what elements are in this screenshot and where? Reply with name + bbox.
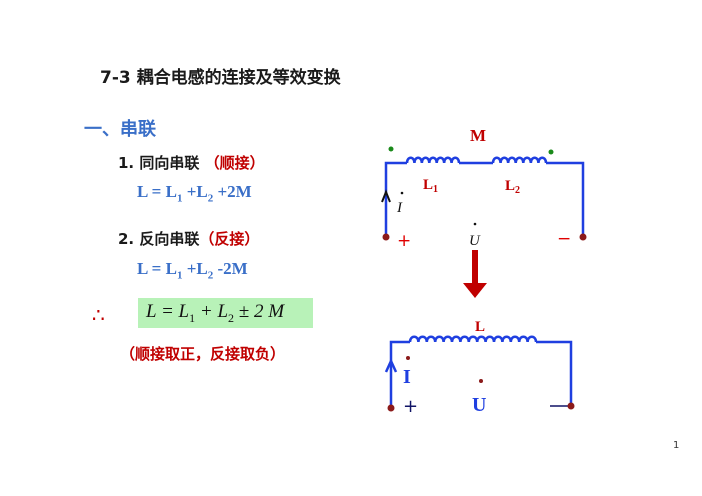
gf-c: ± 2 M xyxy=(234,301,285,322)
dot-marker-l2 xyxy=(548,149,554,155)
formula-l1: L xyxy=(165,259,177,278)
label-l: L xyxy=(475,319,485,335)
label-m: M xyxy=(470,126,486,145)
terminal-left xyxy=(387,404,395,412)
item-label: 1. 同向串联 xyxy=(118,154,205,172)
sign-note: （顺接取正，反接取负） xyxy=(120,345,286,363)
gf-a: L = L xyxy=(146,301,190,322)
terminal-left xyxy=(382,233,390,241)
label-current: I xyxy=(396,200,403,216)
bottom-circuit-wires xyxy=(389,335,573,408)
top-circuit-wires xyxy=(384,156,585,237)
label-minus: − xyxy=(557,229,571,249)
page-number: 1 xyxy=(673,440,680,451)
formula-lhs: L = xyxy=(137,259,166,278)
slide-title: 7-3 耦合电感的连接及等效变换 xyxy=(100,68,341,88)
coil-l1 xyxy=(405,156,461,164)
sub: 1 xyxy=(176,192,183,205)
item-paren: （反接） xyxy=(199,230,260,248)
sub: 1 xyxy=(189,310,196,325)
formula-tail: +2M xyxy=(213,182,252,201)
label-l1: L1 xyxy=(423,177,438,195)
formula-opposing: L = L1 +L2 -2M xyxy=(137,259,248,281)
section-heading: 一、串联 xyxy=(84,119,156,140)
label-plus: + xyxy=(403,396,418,417)
coil-l2 xyxy=(491,156,548,164)
dot-marker-l1 xyxy=(388,146,394,152)
label-voltage: U xyxy=(469,233,481,249)
general-formula: L = L1 + L2 ± 2 M xyxy=(146,301,284,326)
gf-b: + L xyxy=(195,301,229,322)
therefore-symbol: ∴ xyxy=(92,303,105,327)
coil-l xyxy=(408,335,538,343)
label-l2: L2 xyxy=(505,178,520,196)
terminal-right xyxy=(567,402,575,410)
formula-lhs: L = xyxy=(137,182,166,201)
sub: 2 xyxy=(207,192,214,205)
formula-tail: -2M xyxy=(213,259,248,278)
current-arrow-icon xyxy=(381,189,391,203)
highlight-box xyxy=(138,298,313,328)
formula-l1: L xyxy=(165,182,177,201)
formula-l2: +L xyxy=(182,182,208,201)
label-current: I xyxy=(403,366,411,388)
down-arrow-icon xyxy=(463,250,487,298)
item-series-opposing: 2. 反向串联（反接） xyxy=(118,228,259,249)
item-paren: （顺接） xyxy=(204,154,265,172)
sub: 2 xyxy=(228,310,235,325)
terminal-right xyxy=(579,233,587,241)
item-label: 2. 反向串联 xyxy=(118,230,200,248)
item-series-aiding: 1. 同向串联 （顺接） xyxy=(118,152,265,173)
label-plus: + xyxy=(397,231,411,251)
current-arrow-icon xyxy=(384,357,398,373)
sub: 1 xyxy=(176,269,183,282)
sub: 2 xyxy=(207,269,214,282)
formula-aiding: L = L1 +L2 +2M xyxy=(137,182,252,204)
label-voltage: U xyxy=(472,394,486,416)
formula-l2: +L xyxy=(182,259,208,278)
